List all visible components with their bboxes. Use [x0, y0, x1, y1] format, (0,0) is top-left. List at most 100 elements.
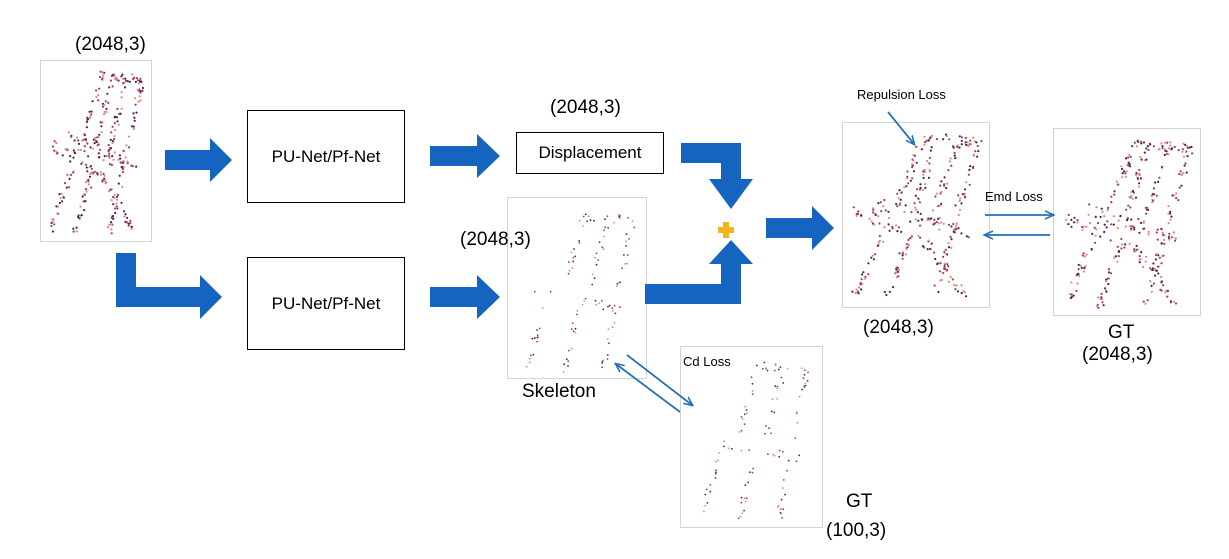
point	[1154, 274, 1157, 277]
point	[887, 210, 890, 213]
point	[944, 249, 947, 252]
point	[611, 307, 614, 310]
point	[975, 141, 978, 144]
point	[963, 194, 966, 197]
point	[777, 504, 780, 507]
point	[1070, 218, 1073, 221]
point	[1073, 216, 1076, 219]
point	[61, 200, 64, 203]
point	[77, 142, 81, 145]
point	[113, 77, 117, 80]
point	[128, 135, 131, 138]
point	[567, 272, 570, 275]
point	[606, 338, 609, 341]
point	[83, 133, 86, 136]
point	[538, 327, 541, 330]
point	[930, 146, 933, 149]
point	[872, 207, 875, 210]
point	[108, 86, 111, 89]
point	[852, 206, 855, 209]
point	[1117, 255, 1120, 258]
point	[102, 159, 105, 162]
point	[1173, 194, 1176, 197]
point	[968, 168, 971, 171]
point	[743, 423, 746, 426]
point	[574, 332, 577, 334]
point	[907, 243, 910, 247]
point	[954, 204, 957, 207]
point	[898, 189, 901, 192]
point	[90, 186, 93, 189]
point	[80, 214, 83, 217]
point	[770, 410, 773, 413]
point	[923, 169, 926, 173]
point	[121, 162, 125, 165]
point	[943, 252, 946, 255]
point	[1120, 165, 1123, 168]
point	[911, 163, 914, 166]
point	[1160, 275, 1163, 278]
point	[86, 170, 89, 173]
point	[1094, 215, 1097, 218]
point	[860, 278, 863, 281]
point	[953, 231, 956, 234]
point	[1149, 143, 1152, 146]
gt-skeleton-dims-label: (100,3)	[826, 520, 887, 541]
point	[96, 173, 99, 176]
point	[1140, 158, 1143, 161]
point	[786, 469, 788, 472]
point	[745, 497, 748, 500]
point	[111, 215, 114, 218]
point	[120, 201, 123, 204]
point	[896, 270, 900, 273]
point	[714, 472, 717, 475]
point	[81, 139, 84, 142]
point	[1158, 176, 1161, 179]
point	[1160, 228, 1163, 231]
point	[97, 156, 101, 159]
point	[1070, 281, 1073, 284]
point	[955, 222, 958, 225]
point	[118, 154, 121, 157]
point	[755, 364, 758, 367]
point	[113, 121, 116, 125]
point	[914, 194, 917, 197]
point	[1154, 258, 1157, 261]
point	[531, 337, 534, 340]
point	[1136, 176, 1139, 179]
point	[1169, 301, 1172, 304]
point	[1143, 151, 1146, 154]
point	[574, 255, 577, 258]
point	[89, 173, 92, 176]
point	[940, 190, 943, 193]
point	[1156, 265, 1159, 268]
point	[896, 205, 899, 208]
point	[77, 215, 80, 219]
point	[571, 267, 574, 269]
point	[703, 510, 705, 513]
point	[628, 238, 630, 240]
point	[88, 110, 91, 113]
point	[933, 251, 936, 254]
point	[613, 321, 616, 324]
gt-output-point-cloud	[1053, 128, 1201, 316]
point	[940, 202, 943, 206]
point	[928, 170, 931, 173]
point	[917, 234, 920, 238]
skeleton-point-cloud	[507, 197, 647, 379]
point	[52, 220, 55, 223]
point	[126, 80, 129, 83]
repulsion-loss-label: Repulsion Loss	[857, 87, 946, 102]
point	[578, 241, 581, 244]
point	[53, 149, 56, 152]
point	[884, 209, 887, 212]
point	[1070, 225, 1073, 228]
point	[1112, 215, 1115, 218]
point	[807, 371, 809, 374]
point	[100, 125, 103, 128]
point	[1160, 289, 1163, 292]
point	[1152, 282, 1155, 285]
point	[959, 208, 962, 211]
point	[1107, 282, 1110, 286]
point	[1157, 180, 1160, 183]
